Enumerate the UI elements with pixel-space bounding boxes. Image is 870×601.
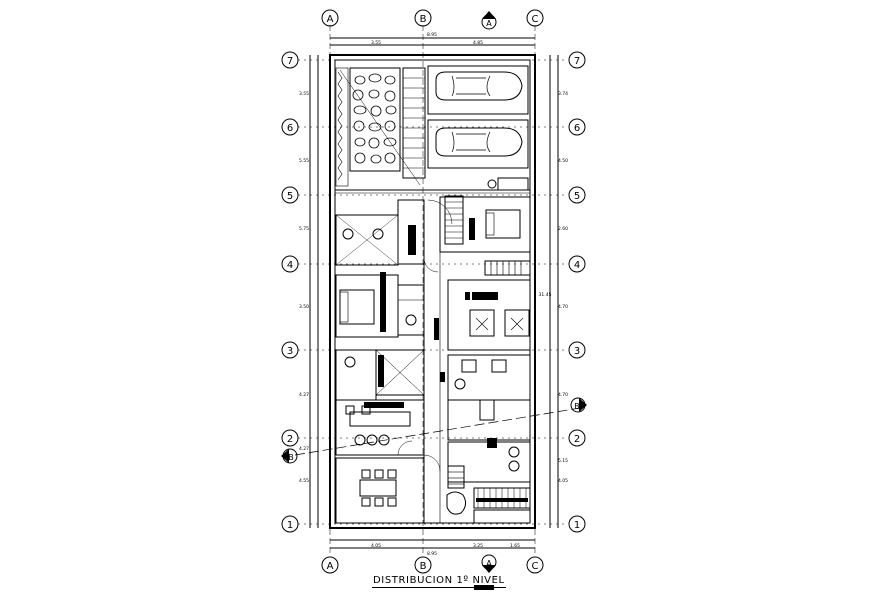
dining-room — [335, 457, 425, 524]
dim-top-1: 3.55 — [371, 40, 381, 46]
grid-label-c-top: C — [532, 14, 539, 25]
grid-label-row-5-right: 5 — [574, 191, 580, 202]
family-room — [447, 354, 531, 401]
dim-left-6: 4.27 — [299, 446, 309, 452]
deck — [402, 67, 426, 179]
stone-patio — [349, 67, 401, 172]
drawing-title: DISTRIBUCION 1º NIVEL — [372, 575, 506, 588]
section-label-b-right: B — [574, 402, 580, 411]
car-2 — [435, 127, 523, 157]
parking-slot-2 — [427, 119, 529, 169]
title-scale-bar — [474, 586, 494, 590]
dim-right-7: 4.05 — [558, 478, 568, 484]
grid-label-row-6-right: 6 — [574, 123, 580, 134]
planter — [446, 491, 467, 515]
grid-bubble-b-top — [414, 9, 432, 27]
grid-label-row-1-left: 1 — [287, 520, 293, 531]
dim-left-1: 3.55 — [299, 91, 309, 97]
dim-right-2: 4.50 — [558, 158, 568, 164]
grid-label-a-bottom: A — [327, 561, 334, 572]
laundry — [335, 349, 377, 401]
grid-bubble-a-top — [321, 9, 339, 27]
dining-table — [359, 479, 397, 497]
grid-label-b-bottom: B — [420, 561, 427, 572]
dim-bottom-total: 8.95 — [427, 551, 437, 557]
parking-slot-1 — [427, 65, 529, 115]
grid-label-row-5-left: 5 — [287, 191, 293, 202]
dim-bottom-1: 4.05 — [371, 543, 381, 549]
grid-bubble-c-bottom — [526, 556, 544, 574]
bedroom-left — [335, 274, 399, 338]
living-room — [447, 279, 531, 351]
dim-top-2: 4.85 — [473, 40, 483, 46]
section-label-b-left: B — [288, 453, 294, 462]
section-line-b — [294, 407, 581, 456]
grid-label-row-7-left: 7 — [287, 56, 293, 67]
building-inner-outline — [334, 59, 531, 524]
grid-label-row-7-right: 7 — [574, 56, 580, 67]
grid-bubble-c-top — [526, 9, 544, 27]
grid-label-row-2-right: 2 — [574, 434, 580, 445]
dim-top-total: 8.95 — [427, 32, 437, 38]
car-1 — [435, 71, 523, 101]
grid-label-row-3-left: 3 — [287, 346, 293, 357]
kitchen-counter — [349, 411, 411, 427]
dim-left-4: 3.50 — [299, 304, 309, 310]
dim-left-5: 4.27 — [299, 392, 309, 398]
grid-label-b-top: B — [420, 14, 427, 25]
closet — [397, 284, 425, 336]
dim-right-6: 5.15 — [558, 458, 568, 464]
dim-left-3: 5.75 — [299, 226, 309, 232]
kitchen — [335, 399, 425, 456]
dim-right-total: 31.45 — [539, 292, 552, 298]
dim-bottom-2: 3.25 — [473, 543, 483, 549]
dim-right-4: 4.70 — [558, 304, 568, 310]
section-label-a-bottom: A — [486, 559, 492, 568]
grid-bubble-b-bottom — [414, 556, 432, 574]
bed — [485, 209, 521, 239]
section-label-a-top: A — [486, 19, 492, 28]
dim-left-2: 5.55 — [299, 158, 309, 164]
grid-label-row-4-right: 4 — [574, 260, 580, 271]
bed-left — [339, 289, 375, 325]
dim-right-1: 3.74 — [558, 91, 568, 97]
dim-left-7: 4.55 — [299, 478, 309, 484]
grid-label-row-6-left: 6 — [287, 123, 293, 134]
dim-right-5: 4.70 — [558, 392, 568, 398]
grid-label-row-1-right: 1 — [574, 520, 580, 531]
grid-label-row-2-left: 2 — [287, 434, 293, 445]
grid-bubble-a-bottom — [321, 556, 339, 574]
building-outline — [329, 54, 536, 529]
grid-label-c-bottom: C — [532, 561, 539, 572]
dim-bottom-3: 1.65 — [510, 543, 520, 549]
grid-label-row-4-left: 4 — [287, 260, 293, 271]
grid-label-row-3-right: 3 — [574, 346, 580, 357]
grid-label-a-top: A — [327, 14, 334, 25]
dim-right-3: 2.60 — [558, 226, 568, 232]
wall-blocks — [364, 218, 528, 589]
